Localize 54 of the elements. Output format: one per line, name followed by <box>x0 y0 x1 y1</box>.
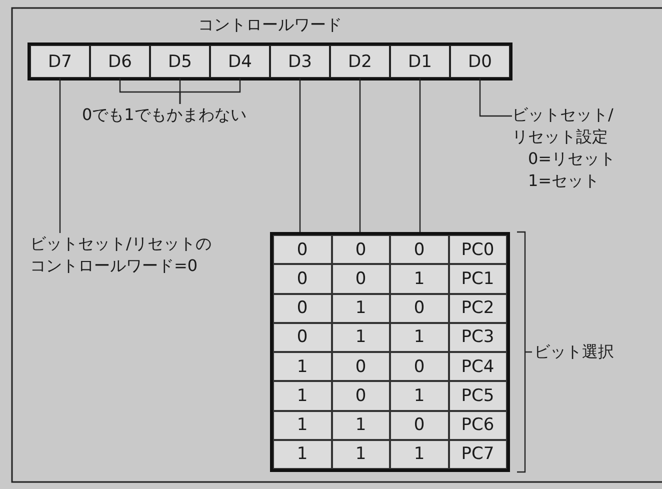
table-cell: 0 <box>332 381 390 410</box>
bit-cell: D2 <box>330 45 390 78</box>
connector-line <box>479 78 512 117</box>
table-cell: 1 <box>273 440 332 469</box>
connector-line <box>299 78 301 232</box>
table-cell: 1 <box>390 440 448 469</box>
note-text: 1=セット <box>527 170 600 192</box>
table-cell: PC2 <box>448 294 507 323</box>
table-cell: 0 <box>273 294 332 323</box>
table-cell: 1 <box>332 294 390 323</box>
bit-cell: D5 <box>150 45 210 78</box>
table-cell: 1 <box>273 381 332 410</box>
table-cell: 1 <box>332 322 390 352</box>
table-cell: 1 <box>390 322 448 352</box>
bit-cell: D7 <box>30 45 90 78</box>
table-cell: PC7 <box>448 440 507 469</box>
table-cell: 0 <box>273 264 332 294</box>
table-cell: 0 <box>390 410 448 440</box>
table-cell: PC5 <box>448 381 507 410</box>
table-cell: 1 <box>332 410 390 440</box>
note-text: ビットセット/リセット設定 <box>512 104 614 148</box>
table-cell: PC4 <box>448 352 507 382</box>
table-cell: PC3 <box>448 322 507 352</box>
bracket-label: ビット選択 <box>534 341 614 363</box>
connector-line <box>419 78 421 232</box>
connector-line <box>59 78 61 233</box>
connector-line <box>179 78 241 104</box>
bit-cell: D0 <box>450 45 510 78</box>
table-cell: PC0 <box>448 235 507 264</box>
bit-cell: D4 <box>210 45 270 78</box>
table-cell: 1 <box>390 264 448 294</box>
table-cell: 0 <box>332 352 390 382</box>
table-cell: 1 <box>273 410 332 440</box>
table-cell: PC1 <box>448 264 507 294</box>
note-text: 0=リセット <box>527 148 616 170</box>
register-title: コントロールワード <box>198 14 342 36</box>
table-cell: 1 <box>390 381 448 410</box>
truth-table <box>270 232 510 472</box>
table-cell: 0 <box>390 352 448 382</box>
table-cell: 0 <box>332 235 390 264</box>
bit-cell: D6 <box>90 45 150 78</box>
table-cell: PC6 <box>448 410 507 440</box>
table-cell: 0 <box>390 294 448 323</box>
table-cell: 0 <box>273 322 332 352</box>
table-cell: 1 <box>273 352 332 382</box>
table-cell: 1 <box>332 440 390 469</box>
connector-line <box>359 78 361 232</box>
table-cell: 0 <box>273 235 332 264</box>
bit-cell: D1 <box>390 45 450 78</box>
note-text: 0でも1でもかまわない <box>82 104 246 126</box>
table-cell: 0 <box>332 264 390 294</box>
table-cell: 0 <box>390 235 448 264</box>
bit-cell: D3 <box>270 45 330 78</box>
note-text: ビットセット/リセットのコントロールワード=0 <box>30 233 212 277</box>
